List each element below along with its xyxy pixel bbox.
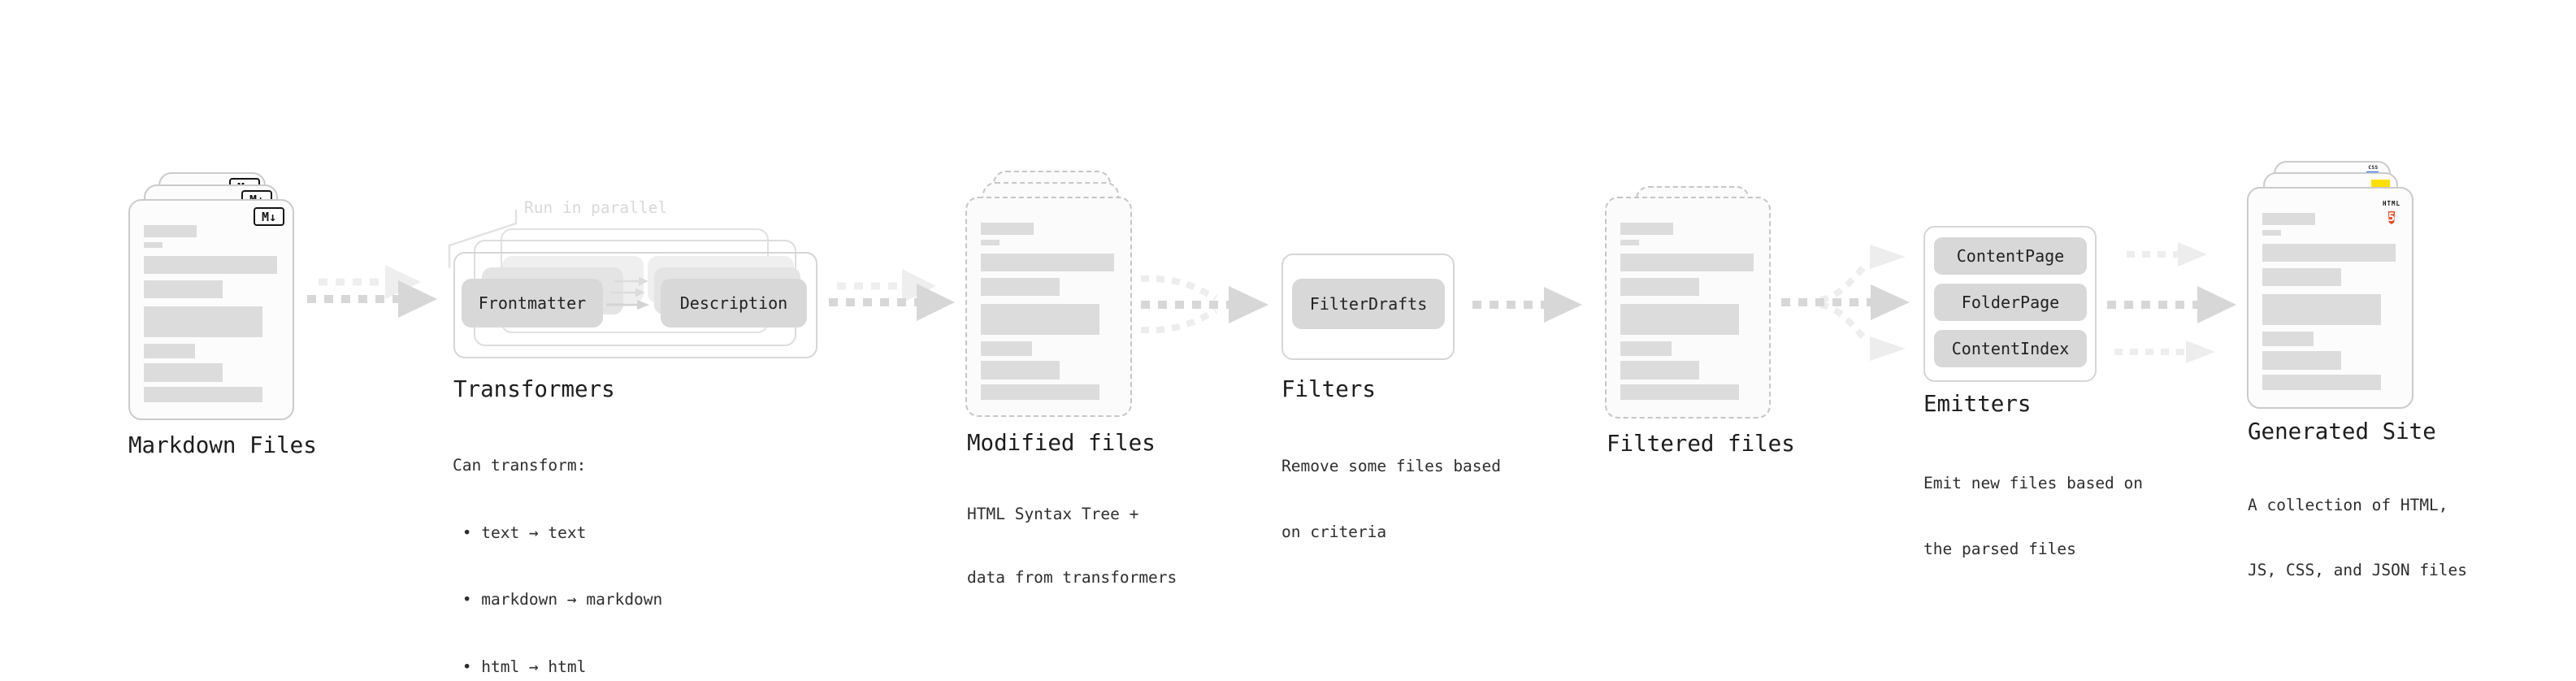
file-card: M↓ bbox=[128, 199, 294, 420]
file-card: HTML 5 bbox=[2247, 187, 2413, 409]
arrow-filtered-to-emitters bbox=[1781, 245, 1910, 361]
html5-icon: HTML 5 bbox=[2382, 200, 2401, 224]
arrow-filters-to-filtered bbox=[1472, 287, 1582, 323]
frontmatter-plugin-box: Frontmatter bbox=[462, 279, 603, 327]
contentindex-plugin-box: ContentIndex bbox=[1934, 330, 2087, 367]
file-card bbox=[965, 197, 1132, 417]
folderpage-plugin-box: FolderPage bbox=[1934, 284, 2087, 321]
modified-files-title: Modified files bbox=[967, 430, 1156, 456]
markdown-icon: M↓ bbox=[254, 207, 284, 226]
filters-description: Remove some files based on criteria bbox=[1281, 457, 1502, 541]
transformer-stack-front bbox=[453, 252, 817, 358]
generated-site-title: Generated Site bbox=[2248, 419, 2436, 445]
description-plugin-box: Description bbox=[661, 279, 807, 327]
file-card bbox=[1605, 197, 1771, 419]
arrow-emitters-to-generated bbox=[2107, 242, 2236, 363]
filterdrafts-plugin-box: FilterDrafts bbox=[1292, 279, 1445, 329]
modified-files-description: HTML Syntax Tree + data from transformer… bbox=[967, 505, 1177, 587]
arrow-modified-to-filters bbox=[1140, 275, 1268, 334]
filters-title: Filters bbox=[1281, 376, 1376, 402]
transformers-title: Transformers bbox=[453, 376, 615, 402]
run-in-parallel-callout: Run in parallel bbox=[524, 198, 668, 217]
markdown-files-title: Markdown Files bbox=[128, 432, 317, 458]
filtered-files-title: Filtered files bbox=[1607, 431, 1795, 457]
emitters-description: Emit new files based on the parsed files bbox=[1923, 474, 2144, 558]
arrow-transformers-to-modified bbox=[829, 269, 955, 321]
emitters-title: Emitters bbox=[1923, 391, 2032, 417]
generated-site-description: A collection of HTML, JS, CSS, and JSON … bbox=[2248, 496, 2468, 579]
transformers-description: Can transform: • text → text • markdown … bbox=[453, 456, 663, 676]
contentpage-plugin-box: ContentPage bbox=[1934, 237, 2087, 275]
arrow-markdown-to-transformers bbox=[307, 265, 437, 318]
